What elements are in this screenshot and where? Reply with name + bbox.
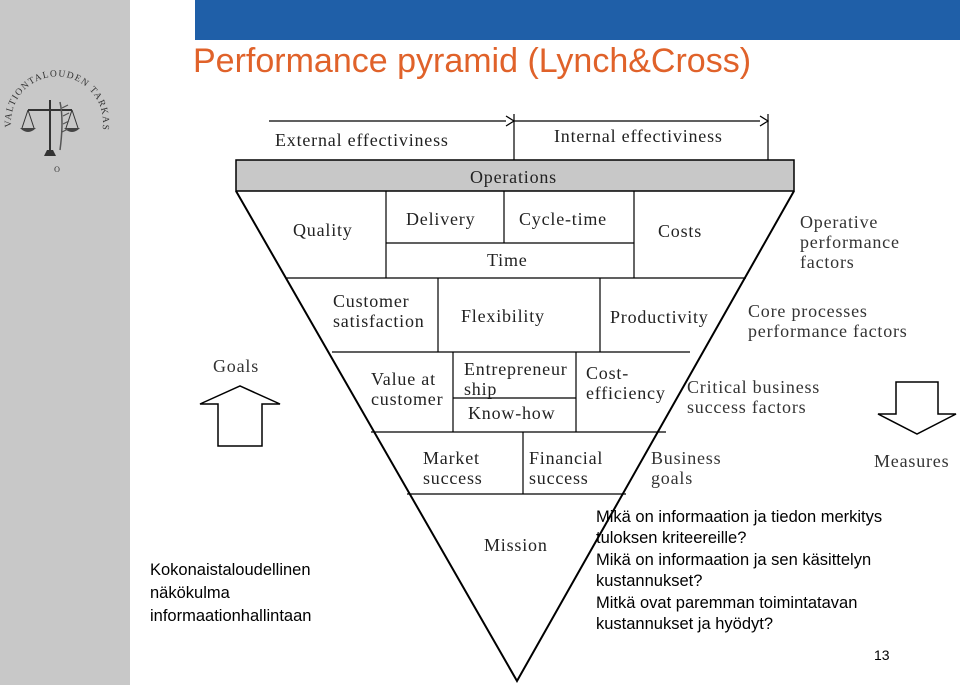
left-gray-band: [0, 0, 130, 685]
cycle-time-label: Cycle-time: [519, 209, 607, 229]
flexibility-label: Flexibility: [461, 306, 545, 326]
entrepreneurship-line2: ship: [464, 379, 498, 399]
entrepreneurship-line1: Entrepreneur: [464, 359, 568, 379]
value-at-customer-line1: Value at: [371, 369, 436, 389]
question-line5: Mitkä ovat paremman toimintatavan: [596, 594, 858, 612]
core-processes-line1: Core processes: [748, 301, 868, 321]
perspective-line2: näkökulma: [150, 584, 230, 602]
mission-label: Mission: [484, 535, 548, 555]
critical-success-line1: Critical business: [687, 377, 821, 397]
measures-label: Measures: [874, 451, 950, 471]
business-goals-line1: Business: [651, 448, 722, 468]
know-how-label: Know-how: [468, 403, 556, 423]
cost-efficiency-line2: efficiency: [586, 383, 666, 403]
market-success-line1: Market: [423, 448, 480, 468]
market-success-line2: success: [423, 468, 483, 488]
cost-efficiency-line1: Cost-: [586, 363, 630, 383]
business-goals-line2: goals: [651, 468, 693, 488]
customer-satisfaction-line2: satisfaction: [333, 311, 425, 331]
customer-satisfaction-line1: Customer: [333, 291, 410, 311]
core-processes-line2: performance factors: [748, 321, 908, 341]
question-line6: kustannukset ja hyödyt?: [596, 615, 774, 633]
question-line2: tuloksen kriteereille?: [596, 529, 747, 547]
external-effectiveness-label: External effectiviness: [275, 130, 449, 150]
slide-title: Performance pyramid (Lynch&Cross): [193, 42, 752, 80]
time-label: Time: [487, 250, 528, 270]
financial-success-line2: success: [529, 468, 589, 488]
quality-label: Quality: [293, 220, 353, 240]
operative-factors-line2: performance: [800, 232, 900, 252]
financial-success-line1: Financial: [529, 448, 604, 468]
perspective-line3: informaationhallintaan: [150, 607, 312, 625]
question-line3: Mikä on informaation ja sen käsittelyn: [596, 551, 872, 569]
top-blue-band: [195, 0, 960, 40]
critical-success-line2: success factors: [687, 397, 807, 417]
internal-effectiveness-label: Internal effectiviness: [554, 126, 723, 146]
question-line1: Mikä on informaation ja tiedon merkitys: [596, 508, 883, 526]
question-line4: kustannukset?: [596, 572, 703, 590]
costs-label: Costs: [658, 221, 703, 241]
perspective-line1: Kokonaistaloudellinen: [150, 561, 311, 579]
value-at-customer-line2: customer: [371, 389, 444, 409]
operative-factors-line3: factors: [800, 252, 855, 272]
productivity-label: Productivity: [610, 307, 709, 327]
page-number: 13: [874, 647, 890, 663]
operative-factors-line1: Operative: [800, 212, 879, 232]
svg-text:O: O: [54, 165, 60, 174]
vtv-seal-logo: VALTIONTALOUDEN TARKASTUSVIRASTO O: [0, 53, 115, 175]
goals-label: Goals: [213, 356, 259, 376]
operations-label: Operations: [470, 167, 557, 187]
delivery-label: Delivery: [406, 209, 476, 229]
